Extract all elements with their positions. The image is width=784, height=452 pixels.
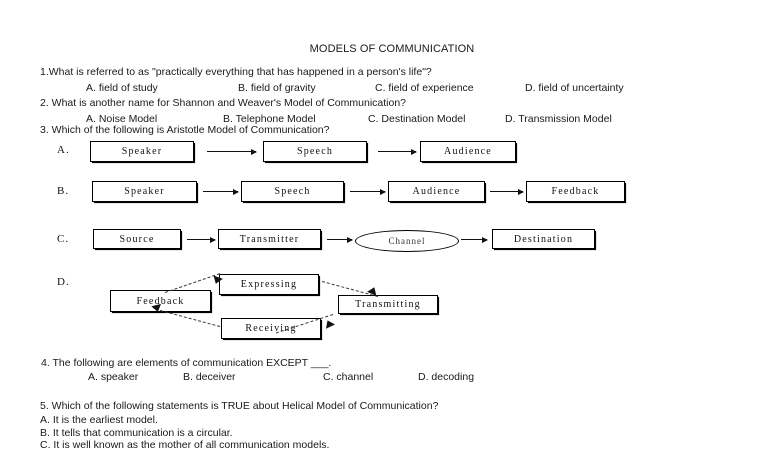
- diagram-a-node-speech: Speech: [263, 141, 367, 162]
- diagram-d-arrowhead-receiving: [322, 318, 336, 329]
- diagram-c-node-source: Source: [93, 229, 181, 249]
- diagram-a-node-speaker: Speaker: [90, 141, 194, 162]
- question-2-option-c[interactable]: C. Destination Model: [368, 113, 466, 125]
- diagram-c-arrow-2: [327, 239, 352, 241]
- question-4-option-a[interactable]: A. speaker: [88, 371, 139, 383]
- question-5-text: 5. Which of the following statements is …: [40, 400, 439, 412]
- diagram-b-arrow-3: [490, 191, 523, 193]
- diagram-a-node-audience: Audience: [420, 141, 516, 162]
- diagram-b-node-feedback: Feedback: [526, 181, 625, 202]
- question-1-option-c[interactable]: C. field of experience: [375, 82, 474, 94]
- question-1-text: 1.What is referred to as "practically ev…: [40, 66, 432, 78]
- diagram-a-arrow-2: [378, 151, 416, 153]
- diagram-b-node-speaker: Speaker: [92, 181, 197, 202]
- diagram-b-arrow-1: [203, 191, 238, 193]
- question-3-text: 3. Which of the following is Aristotle M…: [40, 124, 330, 136]
- document-page: MODELS OF COMMUNICATION 1.What is referr…: [0, 0, 784, 441]
- question-5-option-a[interactable]: A. It is the earliest model.: [40, 414, 158, 426]
- question-1-option-b[interactable]: B. field of gravity: [238, 82, 316, 94]
- diagram-d-label: D.: [57, 276, 70, 288]
- diagram-d-node-transmitting: Transmitting: [338, 295, 438, 314]
- question-4-option-b[interactable]: B. deceiver: [183, 371, 236, 383]
- diagram-d-node-receiving: Receiving: [221, 318, 321, 339]
- diagram-c-label: C.: [57, 233, 70, 245]
- question-5-option-b[interactable]: B. It tells that communication is a circ…: [40, 427, 233, 439]
- diagram-b-arrow-2: [350, 191, 385, 193]
- diagram-c-arrow-3: [461, 239, 487, 241]
- diagram-d-node-expressing: Expressing: [219, 274, 319, 295]
- diagram-c-node-channel: Channel: [355, 230, 459, 252]
- question-4-text: 4. The following are elements of communi…: [41, 357, 332, 369]
- question-2-option-d[interactable]: D. Transmission Model: [505, 113, 612, 125]
- diagram-c-node-transmitter: Transmitter: [218, 229, 321, 249]
- diagram-a-arrow-1: [207, 151, 256, 153]
- page-title: MODELS OF COMMUNICATION: [309, 43, 475, 55]
- question-2-option-b[interactable]: B. Telephone Model: [223, 113, 316, 125]
- question-4-option-d[interactable]: D. decoding: [418, 371, 475, 383]
- diagram-a-label: A.: [57, 144, 70, 156]
- question-2-text: 2. What is another name for Shannon and …: [40, 97, 407, 109]
- question-4-option-c[interactable]: C. channel: [323, 371, 374, 383]
- diagram-b-node-audience: Audience: [388, 181, 485, 202]
- diagram-c-arrow-1: [187, 239, 215, 241]
- question-1-option-a[interactable]: A. field of study: [86, 82, 158, 94]
- diagram-d-node-feedback: Feedback: [110, 290, 211, 312]
- diagram-c-node-destination: Destination: [492, 229, 595, 249]
- diagram-b-node-speech: Speech: [241, 181, 344, 202]
- diagram-b-label: B.: [57, 185, 70, 197]
- question-2-option-a[interactable]: A. Noise Model: [86, 113, 158, 125]
- question-1-option-d[interactable]: D. field of uncertainty: [525, 82, 624, 94]
- diagram-d-dash-receiving-feedback: [159, 309, 221, 327]
